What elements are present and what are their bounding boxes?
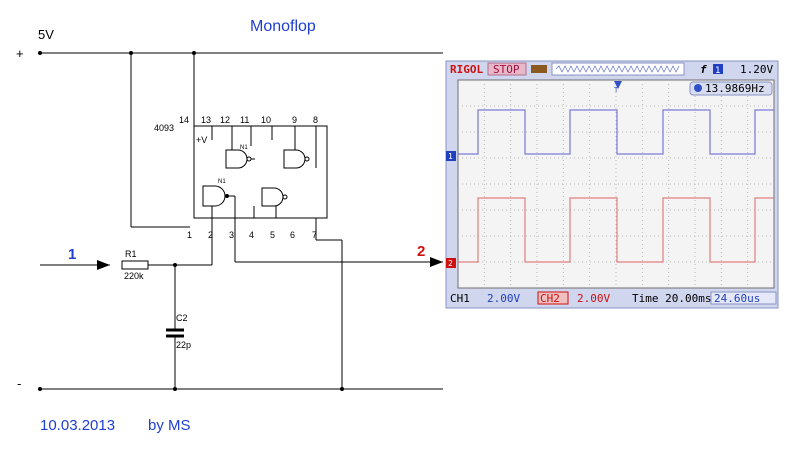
trigger-offset: 24.60us xyxy=(714,292,760,305)
trigger-marker: T xyxy=(614,86,619,94)
output-node-label: 2 xyxy=(417,243,425,260)
ic-pin-8: 8 xyxy=(313,115,318,125)
ic-pin-11: 11 xyxy=(240,115,249,125)
trigger-channel: 1 xyxy=(715,66,720,76)
ch2-label: CH2 xyxy=(540,292,560,305)
ic-pin-13: 13 xyxy=(201,115,211,125)
nand-gate-upper-right xyxy=(283,140,317,169)
scope-brand: RIGOL xyxy=(450,63,483,76)
output-arrow-icon xyxy=(430,257,443,267)
ch1-scale: 2.00V xyxy=(487,292,520,305)
nand-gate-upper-left: N1 xyxy=(225,140,255,169)
ic-pin-2: 2 xyxy=(208,230,213,240)
negative-terminal xyxy=(38,387,42,391)
ic-pin-5: 5 xyxy=(270,230,275,240)
ic-pin-7: 7 xyxy=(312,230,317,240)
ic-vplus-label: +V xyxy=(196,135,207,145)
supply-plus-label: + xyxy=(16,46,24,61)
trigger-position-icon xyxy=(614,81,622,89)
positive-terminal xyxy=(38,51,42,55)
nand-gate-lower-right xyxy=(253,187,288,218)
gate-label: N1 xyxy=(218,179,226,185)
ic-pin-4: 4 xyxy=(249,230,254,240)
gate-label: N1 xyxy=(240,145,248,151)
trigger-level: 1.20V xyxy=(740,63,773,76)
ch1-marker-icon xyxy=(446,151,456,161)
junction-dot xyxy=(340,387,344,391)
ic-pin-12: 12 xyxy=(220,115,230,125)
frequency-readout: 13.9869Hz xyxy=(705,82,765,95)
memory-bar xyxy=(551,62,685,76)
ch2-waveform xyxy=(458,197,774,263)
footer-author: by MS xyxy=(148,417,191,434)
ch1-marker: 1 xyxy=(448,152,453,161)
ic-name: 4093 xyxy=(154,123,174,133)
ic-pin-14: 14 xyxy=(179,115,189,125)
oscilloscope-screenshot: RIGOL STOP f 1 1.20V T 13.9869Hz 1 2 CH1… xyxy=(445,60,779,309)
resistor-r1 xyxy=(121,260,149,270)
c2-name: C2 xyxy=(176,313,188,323)
page-title: Monoflop xyxy=(250,18,316,35)
ic-pin-3: 3 xyxy=(229,230,234,240)
input-arrow-icon xyxy=(97,260,110,270)
input-node-label: 1 xyxy=(68,246,76,263)
ic-pin-10: 10 xyxy=(261,115,271,125)
battery-icon xyxy=(531,65,547,73)
nand-gate-lower-left: N1 xyxy=(202,179,236,262)
ch2-marker: 2 xyxy=(448,259,453,268)
junction-dot xyxy=(192,51,196,55)
junction-dot xyxy=(173,387,177,391)
scope-grid xyxy=(458,80,774,288)
supply-minus-label: - xyxy=(17,376,21,391)
ic-4093-body xyxy=(193,125,328,219)
ch1-waveform xyxy=(458,109,774,155)
r1-name: R1 xyxy=(125,249,137,259)
ch1-label: CH1 xyxy=(450,292,470,305)
ch2-marker-icon xyxy=(446,258,456,268)
supply-voltage-label: 5V xyxy=(38,27,54,42)
scope-state: STOP xyxy=(493,63,520,76)
ic-pin-9: 9 xyxy=(292,115,297,125)
frequency-icon xyxy=(694,84,702,92)
ic-pin-6: 6 xyxy=(290,230,295,240)
trigger-edge-icon: f xyxy=(700,63,707,76)
ch2-scale: 2.00V xyxy=(577,292,610,305)
footer-date: 10.03.2013 xyxy=(40,417,115,434)
r1-value: 220k xyxy=(124,271,144,281)
c2-value: 22p xyxy=(176,340,191,350)
ic-pin-1: 1 xyxy=(187,230,192,240)
time-scale: Time 20.00ms xyxy=(632,292,711,305)
junction-dot xyxy=(129,51,133,55)
